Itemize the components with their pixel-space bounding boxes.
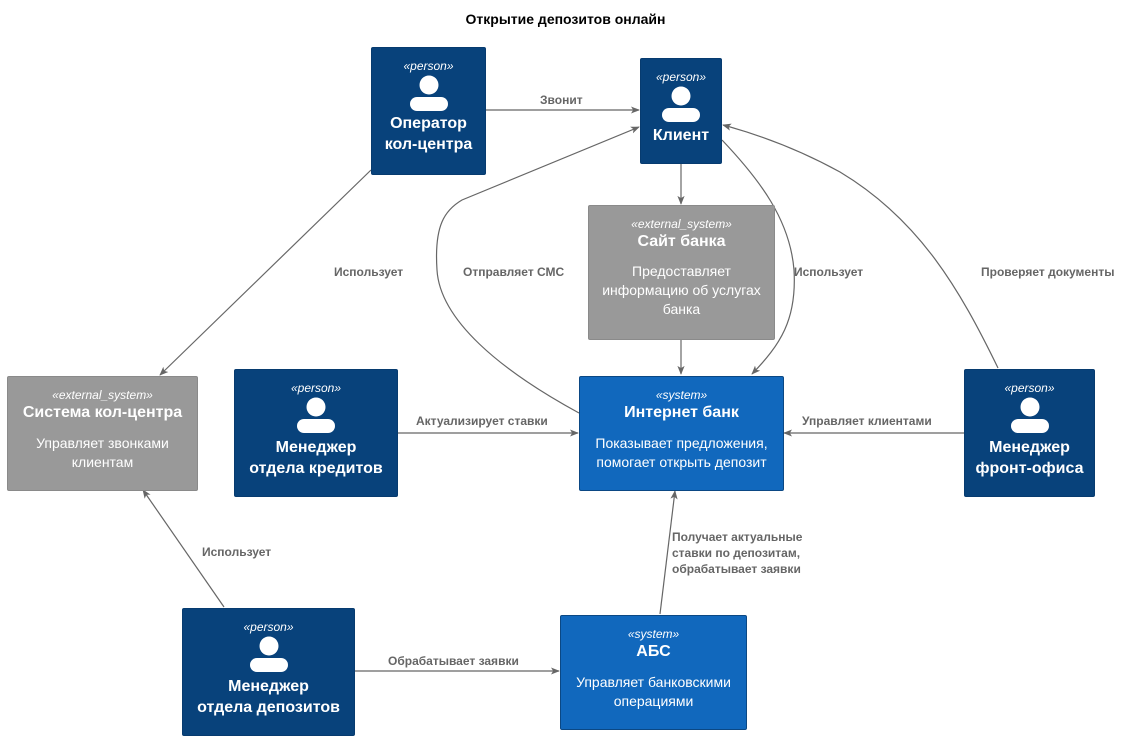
node-description-line2: помогает открыть депозит xyxy=(596,454,767,470)
edge-label-updates-rates: Актуализирует ставки xyxy=(416,414,548,428)
stereotype-label: «external_system» xyxy=(631,217,732,231)
node-name-line1: Менеджер xyxy=(989,439,1070,456)
node-front-office-manager[interactable]: «person» Менеджер фронт-офиса xyxy=(964,369,1095,497)
stereotype-label: «person» xyxy=(290,381,342,395)
node-name: АБС xyxy=(636,643,671,660)
edge-front-client xyxy=(722,123,999,369)
edge-label-manages-clients: Управляет клиентами xyxy=(802,414,932,428)
node-description-line1: Показывает предложения, xyxy=(595,435,768,451)
node-name-line1: Менеджер xyxy=(228,678,309,695)
node-description-line2: клиентам xyxy=(71,454,134,470)
node-bank-site[interactable]: «external_system» Сайт банка Предоставля… xyxy=(588,205,775,340)
diagram-title: Открытие депозитов онлайн xyxy=(465,11,666,27)
node-name-line1: Менеджер xyxy=(275,439,357,456)
person-icon xyxy=(249,636,288,672)
node-deposit-manager[interactable]: «person» Менеджер отдела депозитов xyxy=(182,608,355,736)
stereotype-label: «system» xyxy=(655,388,708,402)
stereotype-label: «person» xyxy=(243,620,294,634)
node-description-line2: операциями xyxy=(613,693,694,709)
person-icon xyxy=(662,86,700,122)
node-description-line3: банка xyxy=(662,301,701,317)
edge-abs-internetbank xyxy=(659,490,678,615)
node-name-line2: фронт-офиса xyxy=(975,460,1084,477)
node-name-line2: кол-центра xyxy=(384,136,473,153)
person-icon xyxy=(1010,397,1049,433)
edge-label-processes-requests: Обрабатывает заявки xyxy=(388,654,519,668)
edge-label-client-uses: Использует xyxy=(794,265,864,279)
node-abs[interactable]: «system» АБС Управляет банковскими опера… xyxy=(560,615,747,730)
person-icon xyxy=(409,75,448,111)
node-description-line1: Предоставляет xyxy=(632,263,731,279)
edge-label-gets-rates-line3: обрабатывает заявки xyxy=(672,562,801,576)
node-name: Сайт банка xyxy=(637,233,726,250)
node-name-line2: отдела кредитов xyxy=(249,460,383,477)
node-name: Система кол-центра xyxy=(22,404,183,421)
edge-label-deposit-uses: Использует xyxy=(202,545,272,559)
node-name: Клиент xyxy=(652,127,710,144)
stereotype-label: «person» xyxy=(655,70,707,84)
person-icon xyxy=(297,397,335,433)
edge-internetbank-client-sms xyxy=(435,126,640,414)
node-description-line1: Управляет банковскими xyxy=(576,674,731,690)
edge-label-gets-rates: Получает актуальные ставки по депозитам,… xyxy=(672,529,802,577)
node-credit-manager[interactable]: «person» Менеджер отдела кредитов xyxy=(234,369,398,497)
node-client[interactable]: «person» Клиент xyxy=(640,58,722,164)
edge-label-checks-docs: Проверяет документы xyxy=(981,265,1115,279)
edge-label-operator-uses: Использует xyxy=(334,265,404,279)
edge-deposit-callcenter xyxy=(142,489,225,608)
edge-label-sends-sms: Отправляет СМС xyxy=(463,265,565,279)
stereotype-label: «person» xyxy=(403,59,454,73)
node-description-line2: информацию об услугах xyxy=(602,282,761,298)
node-description-line1: Управляет звонками xyxy=(36,435,169,451)
edge-label-gets-rates-line2: ставки по депозитам, xyxy=(672,546,801,560)
node-name: Интернет банк xyxy=(624,404,739,421)
node-operator[interactable]: «person» Оператор кол-центра xyxy=(371,47,486,175)
edge-operator-callcenter xyxy=(159,169,372,376)
stereotype-label: «person» xyxy=(1004,381,1055,395)
node-name-line2: отдела депозитов xyxy=(197,699,340,716)
node-name-line1: Оператор xyxy=(390,115,467,132)
edge-label-calls: Звонит xyxy=(540,93,583,107)
node-call-center-system[interactable]: «external_system» Система кол-центра Упр… xyxy=(7,376,198,491)
stereotype-label: «external_system» xyxy=(52,388,153,402)
node-internet-bank[interactable]: «system» Интернет банк Показывает предло… xyxy=(579,376,784,491)
edge-label-gets-rates-line1: Получает актуальные xyxy=(672,530,803,544)
edge-client-internetbank-uses xyxy=(721,139,795,375)
stereotype-label: «system» xyxy=(627,627,680,641)
